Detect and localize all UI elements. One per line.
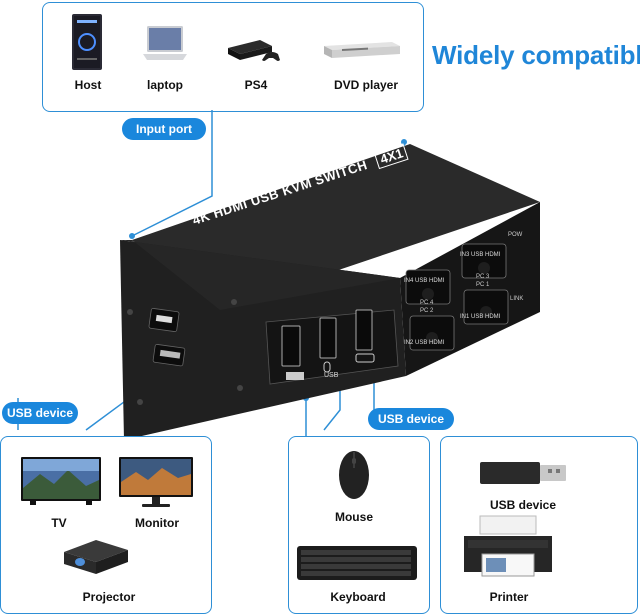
in4-usb-hdmi: USB HDMI: [415, 278, 445, 284]
pc4-label: PC 4: [420, 300, 434, 306]
in2-usb-hdmi: USB HDMI: [415, 340, 445, 346]
mouse-label: Mouse: [334, 510, 373, 524]
monitor-label: Monitor: [135, 516, 179, 530]
in1-label: IN1 USB HDMI: [460, 314, 500, 320]
link-label: LINK: [510, 296, 524, 302]
laptop-label: laptop: [147, 78, 183, 92]
usb-device-label-right: USB device: [368, 408, 454, 430]
desktop-tower-icon: [64, 12, 110, 72]
usb-device-item-label: USB device: [489, 498, 557, 512]
projector-label: Projector: [82, 590, 136, 604]
laptop-icon: [141, 24, 189, 66]
in2-text: IN2: [404, 340, 414, 346]
in4-text: IN4: [404, 278, 414, 284]
keyboard-label: Keyboard: [330, 590, 386, 604]
printer-label: Printer: [489, 590, 529, 604]
dvd-player-label: DVD player: [333, 78, 399, 92]
tv-label: TV: [51, 516, 67, 530]
input-port-label: Input port: [122, 118, 206, 140]
projector-icon: [60, 536, 132, 578]
usb-flash-drive-icon: [478, 456, 568, 490]
usb-device-label-left: USB device: [2, 402, 78, 424]
kvm-switch-device: [120, 144, 540, 440]
pc3-label: PC 3: [476, 274, 490, 280]
host-label: Host: [74, 78, 102, 92]
keyboard-icon: [296, 542, 418, 582]
pc2-label: PC 2: [420, 308, 434, 314]
printer-icon: [458, 514, 558, 582]
ps4-label: PS4: [244, 78, 268, 92]
pow-label: POW: [508, 232, 523, 238]
pc1-label: PC 1: [476, 282, 490, 288]
monitor-icon: [118, 456, 194, 510]
front-usb-label: USB: [324, 372, 339, 379]
in4-label: IN4 USB HDMI: [404, 278, 444, 284]
tv-icon: [20, 456, 102, 506]
dvd-player-icon: [322, 38, 402, 62]
ps4-console-icon: [226, 36, 284, 66]
in3-usb-hdmi: USB HDMI: [471, 252, 501, 258]
page-headline: Widely compatible: [432, 40, 640, 70]
input-devices-panel: [42, 2, 424, 112]
mouse-icon: [334, 446, 374, 504]
in3-label: IN3 USB HDMI: [460, 252, 500, 258]
in1-usb-hdmi: USB HDMI: [471, 314, 501, 320]
in2-label: IN2 USB HDMI: [404, 340, 444, 346]
in3-text: IN3: [460, 252, 470, 258]
in1-text: IN1: [460, 314, 470, 320]
